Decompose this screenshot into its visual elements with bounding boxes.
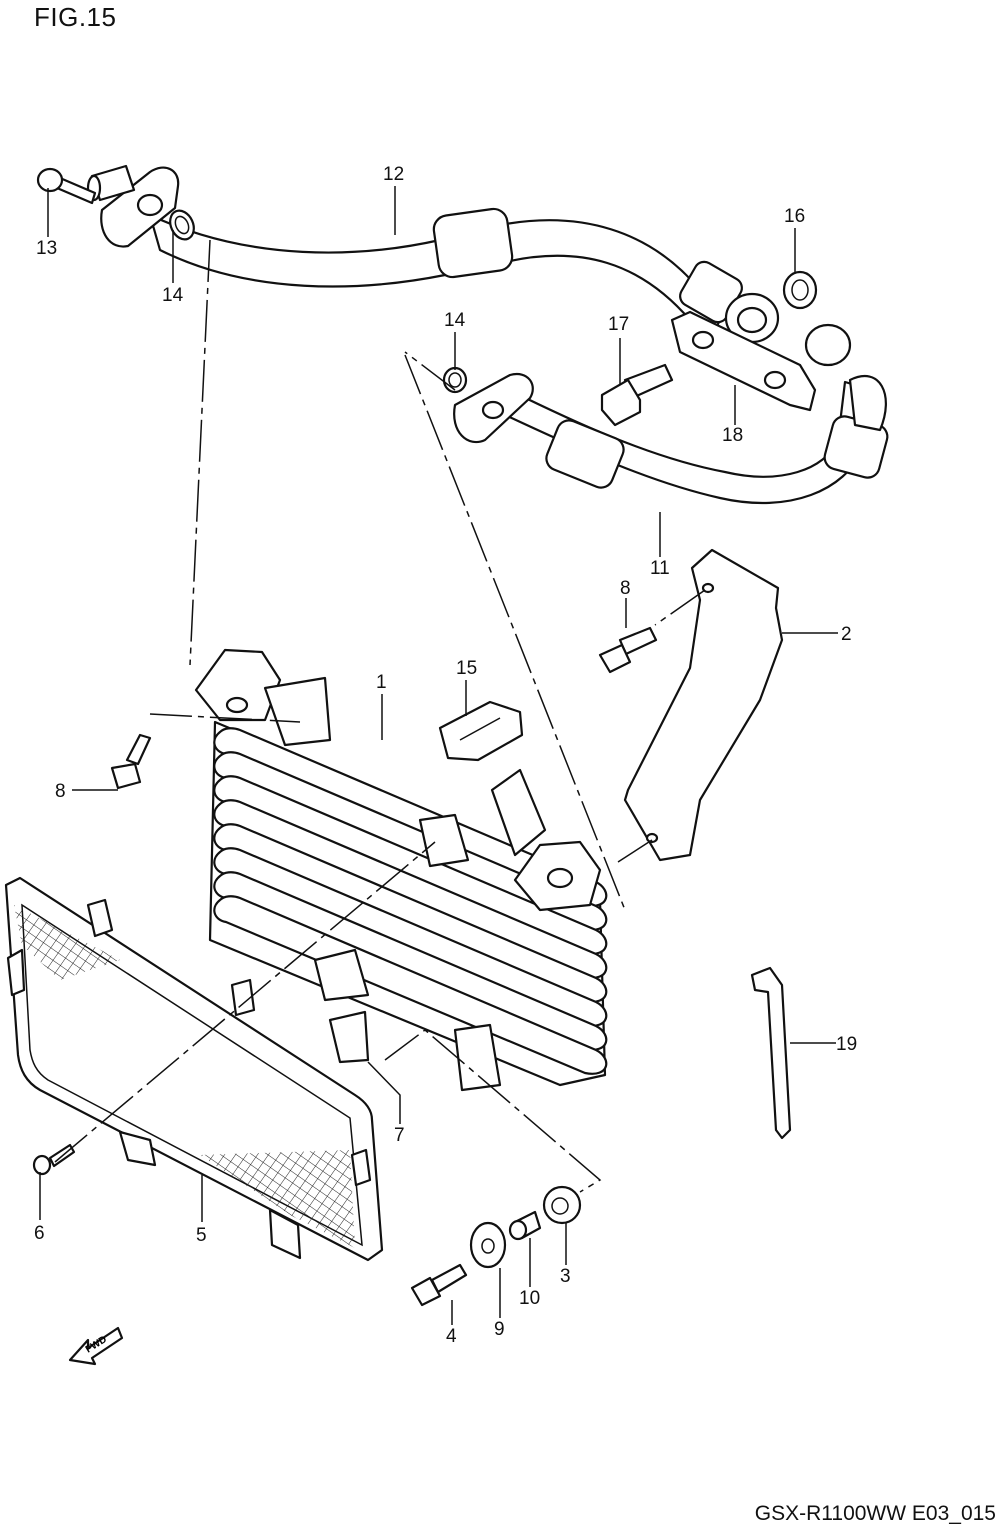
- washer-16: [782, 270, 818, 310]
- callout-14-lower: 14: [444, 310, 466, 331]
- washer-9: [469, 1221, 507, 1269]
- cooler-fin-row: [213, 895, 608, 1075]
- callout-8-right: 8: [620, 578, 631, 599]
- oil-cooler-1: [194, 648, 608, 1092]
- callout-2: 2: [841, 624, 852, 645]
- bolt-8-left: [110, 733, 152, 790]
- callout-6: 6: [34, 1223, 45, 1244]
- callout-19: 19: [836, 1034, 857, 1055]
- clamp-19: [750, 966, 792, 1140]
- callout-labels: 12 13 14 16 14 17 18 11 8 2 1 15 8 19 7 …: [34, 164, 857, 1347]
- bracket-15: [438, 700, 524, 762]
- cooler-fin-row: [213, 799, 608, 979]
- model-code: GSX-R1100WW E03_015: [754, 1502, 996, 1525]
- collar-10: [508, 1210, 542, 1241]
- cushion-7: [328, 1010, 370, 1064]
- leader-lines: [39, 186, 838, 1325]
- cooler-fin-row: [213, 871, 608, 1051]
- grommet-3: [542, 1185, 582, 1225]
- cooler-fin-row: [213, 727, 608, 907]
- cooler-guard-5: [4, 876, 384, 1262]
- callout-16: 16: [784, 206, 805, 227]
- callout-14-upper: 14: [162, 285, 184, 306]
- callout-3: 3: [560, 1266, 571, 1287]
- upper-oil-hose: [86, 164, 780, 344]
- callout-15: 15: [456, 658, 477, 679]
- callout-12: 12: [383, 164, 404, 185]
- callout-8-left: 8: [55, 781, 66, 802]
- callout-17: 17: [608, 314, 629, 335]
- o-ring-14-lower: [442, 366, 468, 394]
- callout-4: 4: [446, 1326, 457, 1347]
- screw-6: [32, 1143, 76, 1176]
- fwd-arrow-icon: FWD: [68, 1326, 124, 1366]
- figure-title: FIG.15: [34, 2, 117, 32]
- callout-10: 10: [519, 1288, 540, 1309]
- cooler-fin-row: [213, 823, 608, 1003]
- callout-11: 11: [650, 558, 670, 579]
- cooler-fin-row: [213, 847, 608, 1027]
- callout-9: 9: [494, 1319, 505, 1340]
- bolt-4: [410, 1263, 468, 1307]
- clamp-plate-18: [670, 310, 817, 412]
- callout-13: 13: [36, 238, 57, 259]
- callout-7: 7: [394, 1125, 405, 1146]
- lower-oil-hose: [453, 323, 889, 505]
- bolt-8-right: [598, 626, 658, 674]
- bolt-13: [36, 167, 97, 205]
- assembly-lines: [54, 239, 706, 1193]
- bracket-2: [623, 548, 784, 862]
- callout-18: 18: [722, 425, 743, 446]
- callout-5: 5: [196, 1225, 207, 1246]
- cooler-fin-row: [213, 775, 608, 955]
- callout-1: 1: [376, 672, 387, 693]
- bolt-17: [600, 363, 674, 427]
- cooler-fin-row: [213, 751, 608, 931]
